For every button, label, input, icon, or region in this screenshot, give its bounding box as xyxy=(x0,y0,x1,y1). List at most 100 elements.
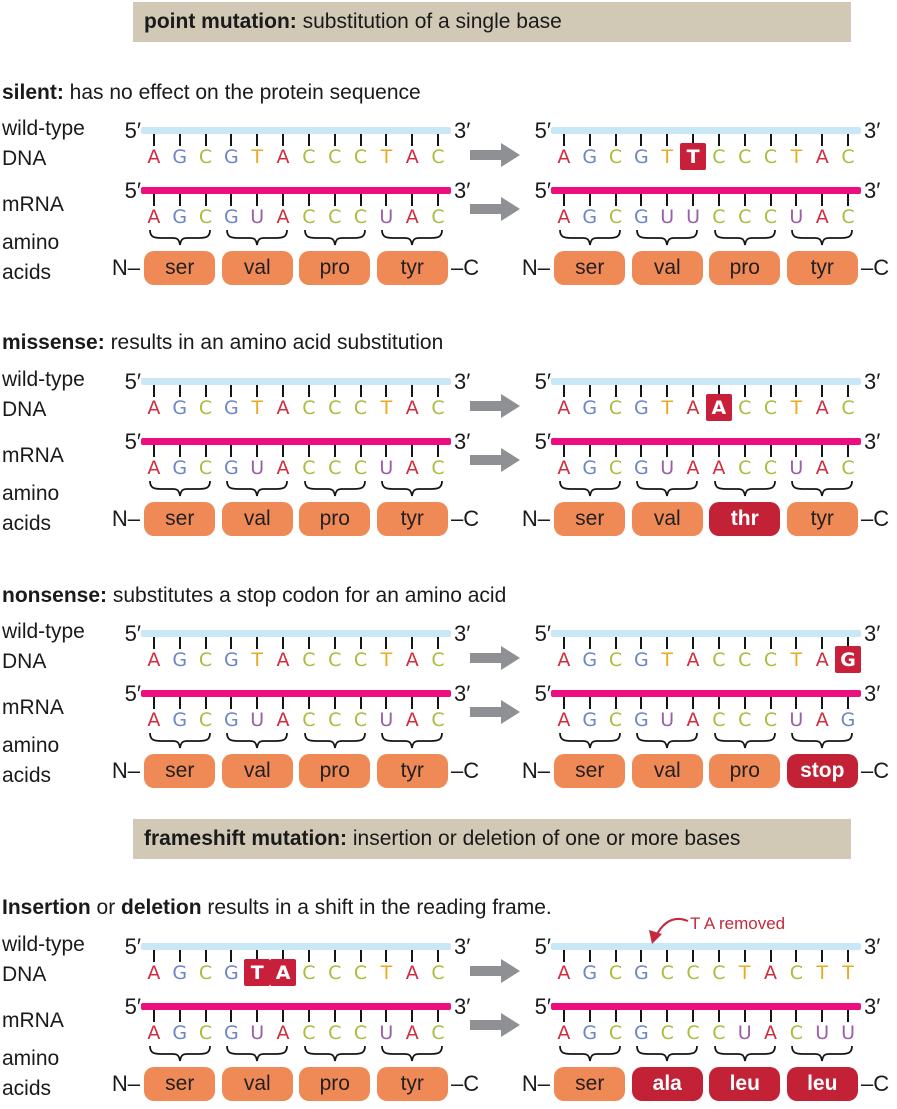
three-prime-label: 3′ xyxy=(454,934,471,959)
mrna-base-letter: G xyxy=(634,708,649,731)
tick-mark xyxy=(282,1010,285,1022)
codon-brace-icon xyxy=(551,229,629,247)
tick-mark xyxy=(640,697,643,709)
mrna-base-letter: U xyxy=(379,456,394,479)
mrna-base-letter: U xyxy=(250,708,265,731)
tick-mark xyxy=(614,950,617,962)
five-prime-label: 5′ xyxy=(124,429,141,454)
tick-mark xyxy=(178,445,181,457)
tick-mark xyxy=(666,637,669,649)
amino-acid-box: tyr xyxy=(376,754,448,788)
dna-base-letter: G xyxy=(172,145,188,168)
tick-mark xyxy=(333,194,336,206)
amino-acid-box: pro xyxy=(709,754,781,788)
mrna-base-letter: U xyxy=(815,1021,830,1044)
tick-mark xyxy=(178,385,181,397)
tick-mark xyxy=(562,194,565,206)
mrna-base-letter: C xyxy=(738,708,752,731)
dna-base-letter: T xyxy=(244,959,271,986)
dna-tick-row xyxy=(141,385,451,397)
tick-mark xyxy=(562,637,565,649)
mrna-base-letter: U xyxy=(379,205,394,228)
tick-mark xyxy=(204,445,207,457)
tick-mark xyxy=(411,385,414,397)
mrna-tick-row xyxy=(141,194,451,206)
codon-brace-icon xyxy=(141,480,219,498)
tick-mark xyxy=(562,950,565,962)
mrna-base-letter: C xyxy=(328,456,342,479)
tick-mark xyxy=(743,134,746,146)
dna-base-letter: A xyxy=(686,648,700,671)
dna-tick-row xyxy=(141,134,451,146)
dna-base-letter: A xyxy=(557,961,571,984)
dna-base-letter: C xyxy=(712,145,726,168)
row-label-mrna: mRNA xyxy=(2,696,64,719)
amino-acid-box: tyr xyxy=(376,251,448,285)
tick-mark xyxy=(743,697,746,709)
row-label-amino: amino xyxy=(2,734,60,757)
mrna-base-letter: C xyxy=(763,708,778,731)
tick-mark xyxy=(152,134,155,146)
n-terminus-label: N– xyxy=(521,506,550,531)
dna-base-letter: C xyxy=(789,961,803,984)
mrna-base-letter: C xyxy=(608,205,623,228)
curved-arrow-icon xyxy=(640,912,700,946)
tick-mark xyxy=(385,194,388,206)
c-terminus-label: –C xyxy=(451,255,480,280)
right-arrow-icon xyxy=(470,646,520,670)
mrna-base-letter: U xyxy=(737,1021,752,1044)
tick-mark xyxy=(178,194,181,206)
banner-bold-text: frameshift mutation: xyxy=(144,827,348,850)
dna-base-letter: T xyxy=(661,396,674,419)
mrna-base-letter: C xyxy=(763,205,778,228)
tick-mark xyxy=(411,445,414,457)
tick-mark xyxy=(256,385,259,397)
dna-base-letter: T xyxy=(738,961,751,984)
dna-base-letter: C xyxy=(431,145,445,168)
tick-mark xyxy=(614,194,617,206)
mrna-base-letter: A xyxy=(712,456,726,479)
mrna-base-letter: A xyxy=(557,205,571,228)
tick-mark xyxy=(437,385,440,397)
amino-acid-box: tyr xyxy=(786,502,858,536)
three-prime-label: 3′ xyxy=(864,934,881,959)
tick-mark xyxy=(307,697,310,709)
codon-brace-icon xyxy=(551,480,629,498)
mrna-base-letter: U xyxy=(660,456,675,479)
tick-mark xyxy=(204,697,207,709)
amino-acid-box: ser xyxy=(144,251,216,285)
tick-mark xyxy=(437,194,440,206)
mrna-base-letter: C xyxy=(328,205,342,228)
codon-brace-icon xyxy=(629,1045,707,1063)
tick-mark xyxy=(256,950,259,962)
codon-brace-icon xyxy=(296,480,374,498)
dna-strand-bar xyxy=(551,630,861,637)
tick-mark xyxy=(307,950,310,962)
dna-base-letter: A xyxy=(815,396,829,419)
c-terminus-label: –C xyxy=(861,1071,890,1096)
tick-mark xyxy=(821,445,824,457)
tick-mark xyxy=(562,445,565,457)
c-terminus-label: –C xyxy=(861,758,890,783)
mrna-base-letter: G xyxy=(582,1021,598,1044)
three-prime-label: 3′ xyxy=(864,369,881,394)
tick-mark xyxy=(178,697,181,709)
ta-removed-annotation: T A removed xyxy=(690,914,786,933)
mrna-base-letter: A xyxy=(276,1021,290,1044)
tick-mark xyxy=(640,637,643,649)
codon-brace-icon xyxy=(296,1045,374,1063)
dna-base-letter: A xyxy=(686,396,700,419)
tick-mark xyxy=(359,445,362,457)
five-prime-label: 5′ xyxy=(124,994,141,1019)
right-arrow-icon xyxy=(470,700,520,724)
heading-text: results in a shift in the reading frame. xyxy=(201,896,552,919)
tick-mark xyxy=(640,1010,643,1022)
three-prime-label: 3′ xyxy=(864,994,881,1019)
mrna-base-letter: C xyxy=(328,1021,342,1044)
amino-acid-box: tyr xyxy=(376,1067,448,1101)
